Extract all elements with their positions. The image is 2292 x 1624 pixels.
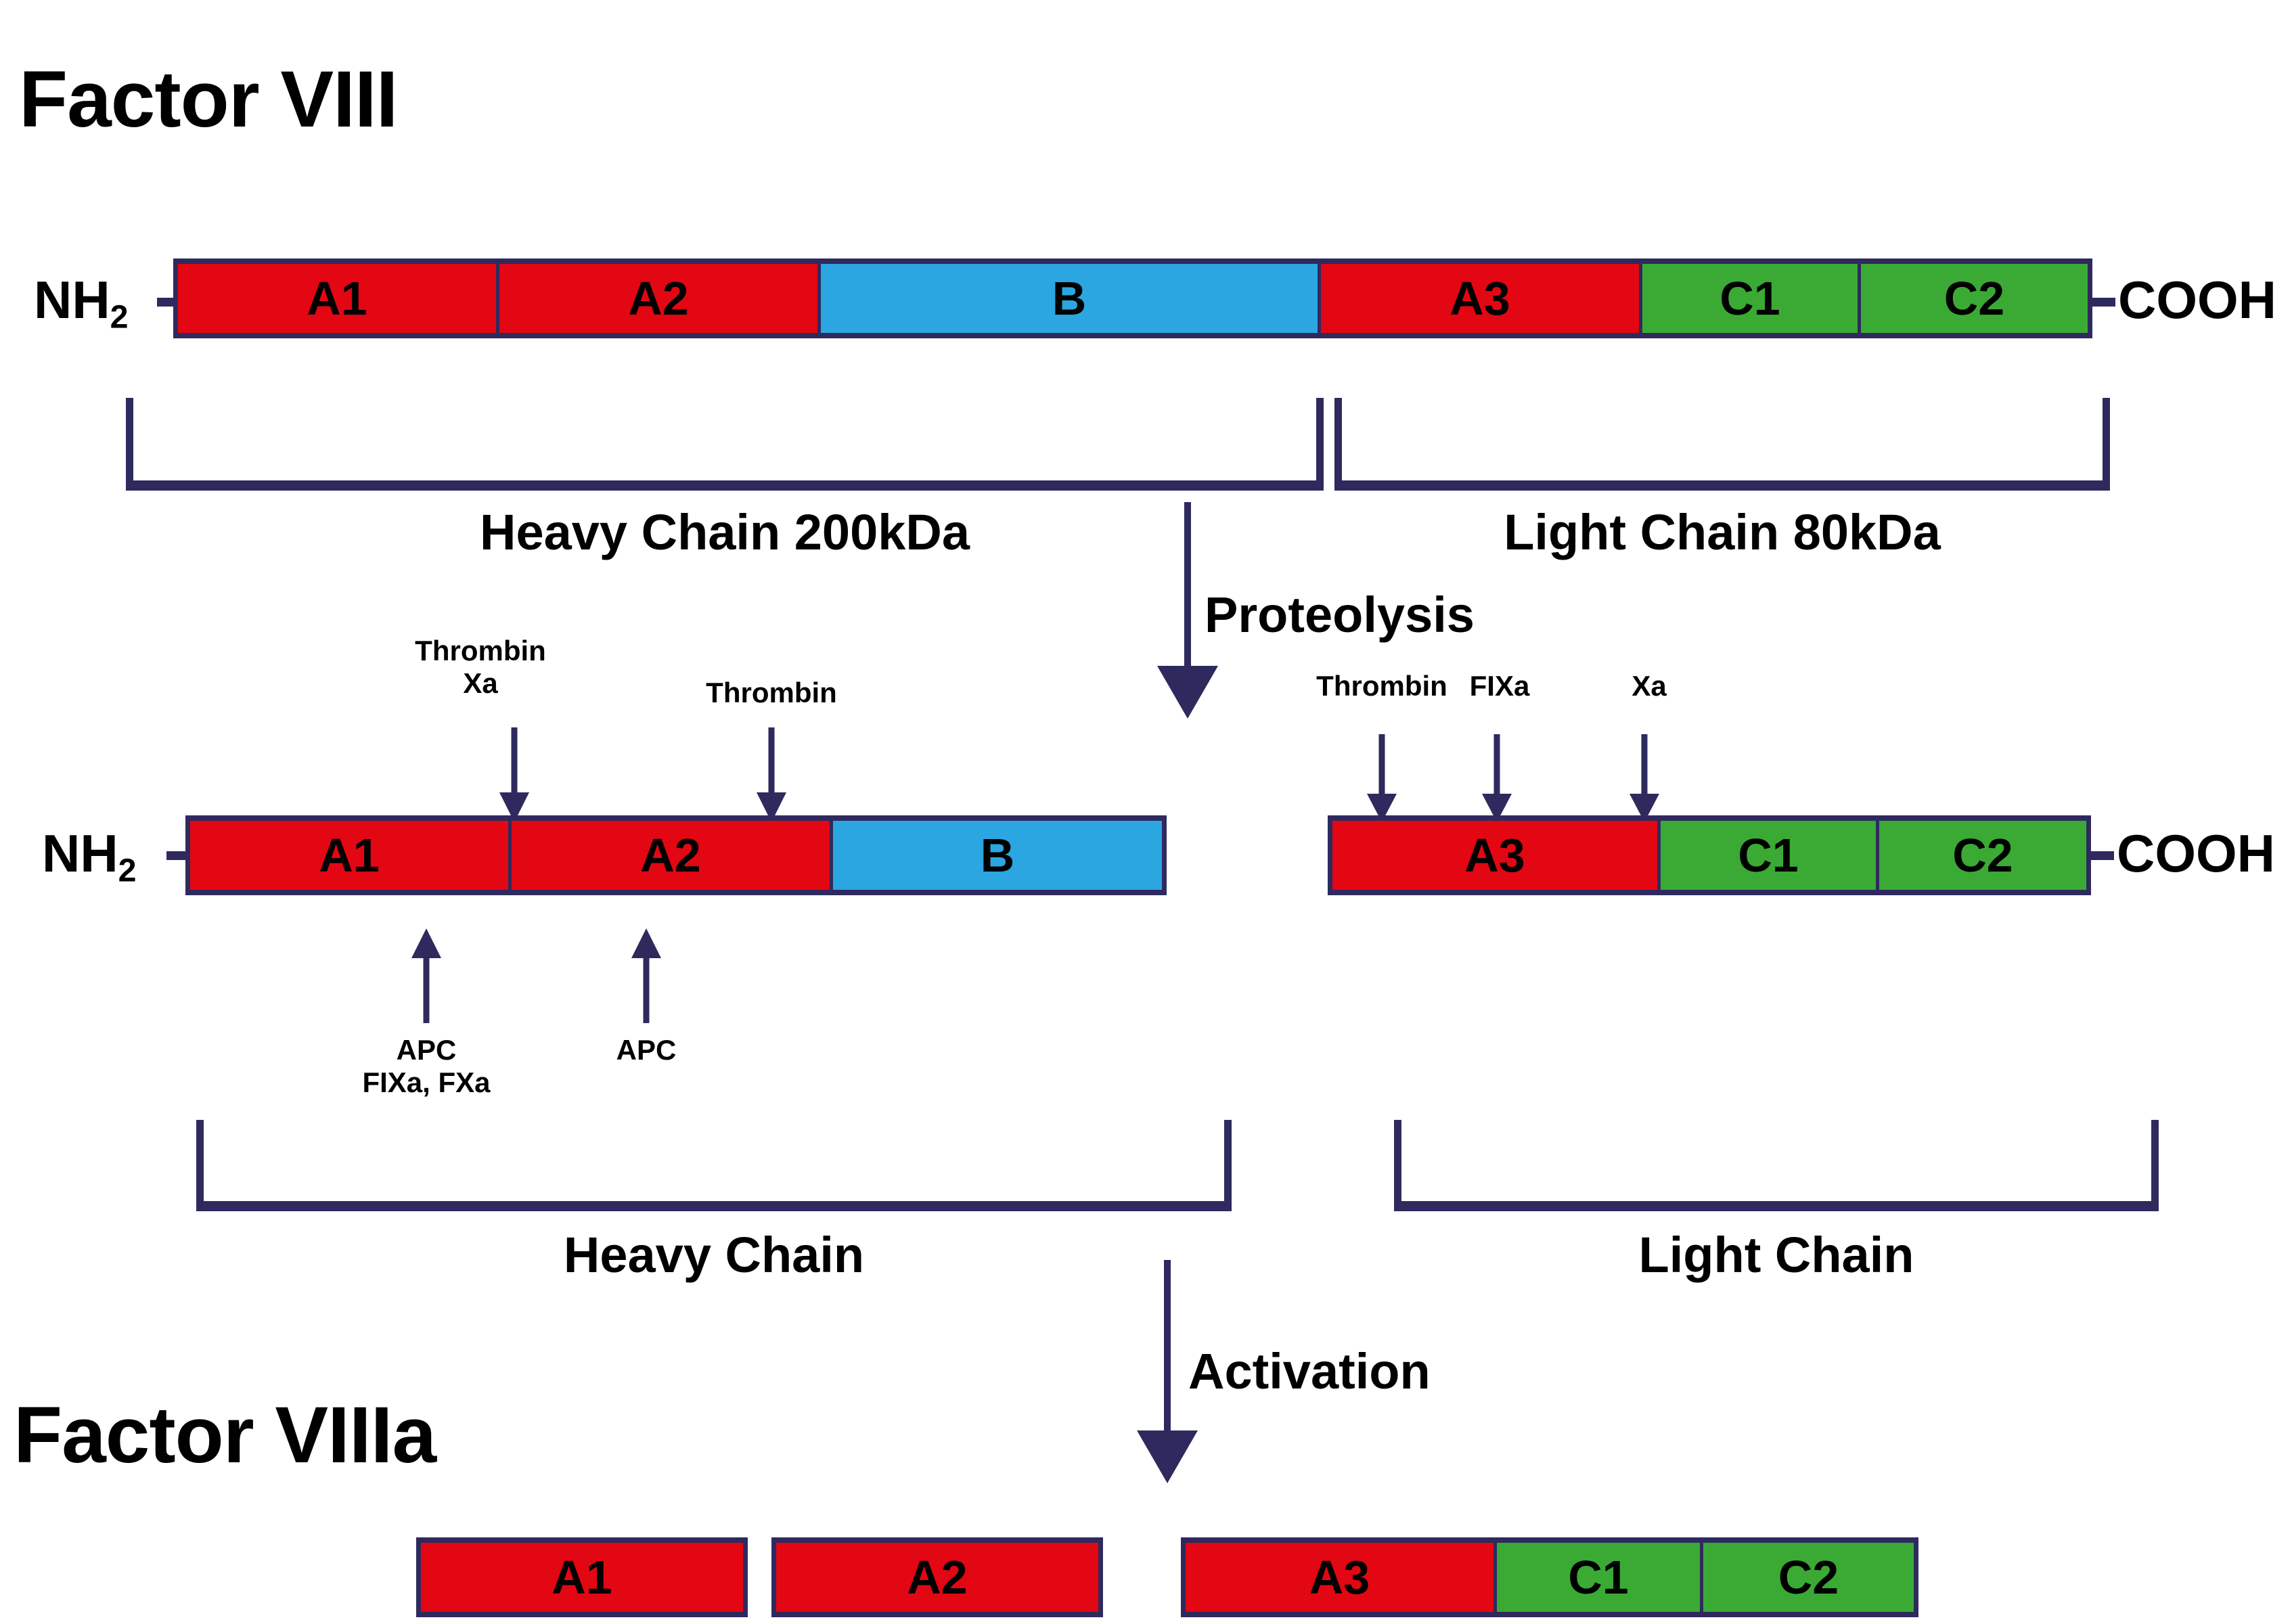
nh2-subscript-2: 2: [118, 852, 137, 889]
factor-viii-c-terminus: COOH: [2118, 270, 2276, 330]
factor-viiia-title: Factor VIIIa: [14, 1391, 436, 1480]
hc-domain-a2[interactable]: A2: [512, 821, 830, 890]
domain-a2-label: A2: [628, 272, 689, 325]
fviiia-domain-a1[interactable]: A1: [421, 1543, 743, 1612]
heavy-chain-bracket-fviii: [126, 398, 1324, 491]
heavy-chain-bracket-cleaved: [196, 1120, 1232, 1211]
domain-a1[interactable]: A1: [178, 264, 496, 333]
c-terminus-connector: [2090, 298, 2115, 307]
hc-domain-b-label: B: [980, 829, 1015, 882]
light-chain-site-xa-label: Xa: [1632, 670, 1667, 702]
proteolysis-arrow: [1157, 502, 1218, 719]
domain-a1-label: A1: [307, 272, 367, 325]
domain-a3-label: A3: [1450, 272, 1510, 325]
inactivation-site-1-line1: APC: [396, 1034, 457, 1066]
inactivation-site-1-line2: FIXa, FXa: [362, 1066, 491, 1098]
domain-b[interactable]: B: [821, 264, 1318, 333]
activation-arrow-head: [1137, 1430, 1198, 1483]
domain-c2-label: C2: [1943, 272, 2005, 325]
factor-viii-domain-bar: A1 A2 B A3 C1 C2: [173, 258, 2092, 338]
cleavage-arrow-a1-a2: [494, 727, 535, 822]
fviiia-domain-c1[interactable]: C1: [1497, 1543, 1700, 1612]
cleavage-arrow-a2-b-shaft: [768, 727, 775, 795]
cleavage-arrow-lc-xa-shaft: [1641, 734, 1648, 796]
activation-arrow: [1137, 1260, 1198, 1483]
cleavage-arrow-lc-thrombin: [1362, 734, 1402, 822]
domain-c1-label: C1: [1720, 272, 1780, 325]
lc-domain-c2-label: C2: [1952, 829, 2013, 882]
light-chain-c-terminus: COOH: [2117, 824, 2275, 883]
cleavage-arrow-lc-fixa-shaft: [1493, 734, 1500, 796]
light-chain-domain-bar: A3 C1 C2: [1328, 815, 2091, 895]
domain-c1[interactable]: C1: [1642, 264, 1858, 333]
cleavage-arrow-a2-b: [751, 727, 792, 822]
inactivation-arrow-a1-head: [411, 928, 441, 958]
heavy-chain-label-fviii: Heavy Chain 200kDa: [480, 504, 970, 560]
cleavage-site-thrombin-xa-label: Thrombin Xa: [386, 635, 575, 700]
light-chain-label-fviii: Light Chain 80kDa: [1504, 504, 1941, 560]
lc-domain-a3[interactable]: A3: [1332, 821, 1657, 890]
inactivation-arrow-a1: [406, 928, 447, 1023]
heavy-chain-n-terminus: NH2: [42, 827, 137, 887]
cleavage-arrow-lc-xa: [1624, 734, 1665, 822]
hc-domain-a2-label: A2: [640, 829, 701, 882]
cleavage-site-2-line1: Thrombin: [706, 677, 837, 708]
heavy-chain-label-cleaved: Heavy Chain: [563, 1227, 865, 1283]
lc-domain-c1[interactable]: C1: [1661, 821, 1876, 890]
nh2-subscript: 2: [110, 298, 129, 336]
fviiia-domain-a2-label: A2: [907, 1551, 968, 1604]
inactivation-arrow-a1-shaft: [423, 954, 430, 1023]
fviiia-domain-a3-label: A3: [1309, 1551, 1370, 1604]
cleavage-arrow-lc-thrombin-shaft: [1378, 734, 1385, 796]
fviiia-domain-a3[interactable]: A3: [1186, 1543, 1493, 1612]
domain-c2[interactable]: C2: [1861, 264, 2088, 333]
proteolysis-arrow-head: [1157, 666, 1218, 719]
factor-viii-n-terminus: NH2: [34, 273, 129, 334]
fviiia-fragment-a1-bar: A1: [416, 1537, 748, 1617]
inactivation-site-apc-label: APC: [616, 1034, 677, 1066]
cleavage-site-1-line2: Xa: [463, 667, 498, 699]
domain-b-label: B: [1052, 272, 1087, 325]
hc-domain-a1[interactable]: A1: [190, 821, 508, 890]
light-chain-site-thrombin-label: Thrombin: [1316, 670, 1447, 702]
proteolysis-arrow-shaft: [1184, 502, 1191, 677]
activation-label: Activation: [1188, 1343, 1431, 1399]
lc-domain-a3-label: A3: [1464, 829, 1525, 882]
nh2-text: NH: [34, 270, 110, 330]
light-chain-bracket-cleaved: [1394, 1120, 2159, 1211]
fviiia-fragment-a2-bar: A2: [771, 1537, 1103, 1617]
nh2-text-2: NH: [42, 824, 118, 883]
inactivation-arrow-a2-shaft: [643, 954, 650, 1023]
light-chain-bracket-fviii: [1334, 398, 2110, 491]
light-chain-site-fixa-label: FIXa: [1469, 670, 1530, 702]
cleavage-arrow-lc-fixa: [1477, 734, 1517, 822]
cleavage-site-thrombin-label: Thrombin: [677, 677, 866, 709]
inactivation-site-apc-fixa-fxa-label: APC FIXa, FXa: [332, 1034, 521, 1099]
fviiia-domain-a1-label: A1: [552, 1551, 612, 1604]
activation-arrow-shaft: [1164, 1260, 1171, 1441]
domain-a3[interactable]: A3: [1321, 264, 1639, 333]
lc-domain-c2[interactable]: C2: [1879, 821, 2086, 890]
factor-viii-title: Factor VIII: [19, 55, 398, 144]
cleavage-site-1-line1: Thrombin: [415, 635, 546, 667]
inactivation-arrow-a2: [626, 928, 667, 1023]
proteolysis-label: Proteolysis: [1205, 587, 1475, 643]
hc-domain-b[interactable]: B: [833, 821, 1162, 890]
inactivation-arrow-a2-head: [631, 928, 661, 958]
cleavage-arrow-a1-a2-shaft: [511, 727, 518, 795]
light-chain-label-cleaved: Light Chain: [1638, 1227, 1914, 1283]
lc-domain-c1-label: C1: [1738, 829, 1799, 882]
fviiia-domain-c2-label: C2: [1778, 1551, 1839, 1604]
fviiia-light-chain-bar: A3 C1 C2: [1181, 1537, 1918, 1617]
fviiia-domain-c2[interactable]: C2: [1703, 1543, 1914, 1612]
heavy-chain-domain-bar: A1 A2 B: [185, 815, 1167, 895]
fviiia-domain-a2[interactable]: A2: [776, 1543, 1098, 1612]
fviiia-domain-c1-label: C1: [1568, 1551, 1629, 1604]
hc-domain-a1-label: A1: [319, 829, 380, 882]
light-chain-c-connector: [2088, 851, 2114, 860]
domain-a2[interactable]: A2: [499, 264, 817, 333]
heavy-chain-n-connector: [166, 851, 188, 860]
